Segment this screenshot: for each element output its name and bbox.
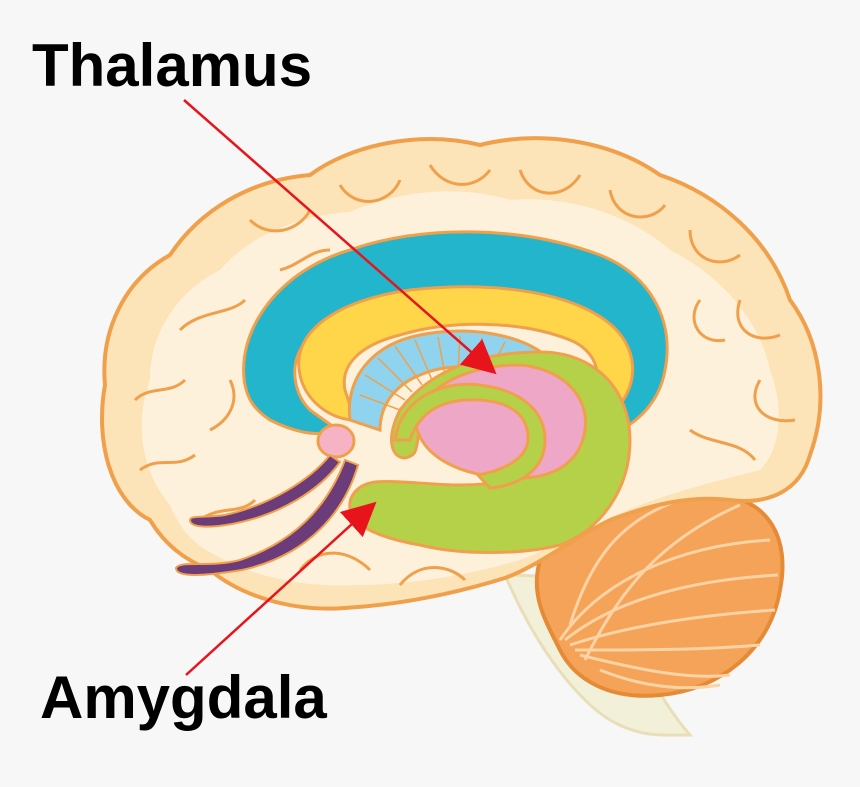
hypothalamus xyxy=(316,423,356,459)
thalamus-label: Thalamus xyxy=(32,32,313,99)
fornix-arc xyxy=(393,382,547,490)
thalamus-arrow xyxy=(183,99,497,375)
cerebellum xyxy=(534,492,785,698)
amygdala-label: Amygdala xyxy=(40,664,327,731)
olfactory-tract xyxy=(174,453,360,576)
amygdala-arrow xyxy=(185,501,377,676)
